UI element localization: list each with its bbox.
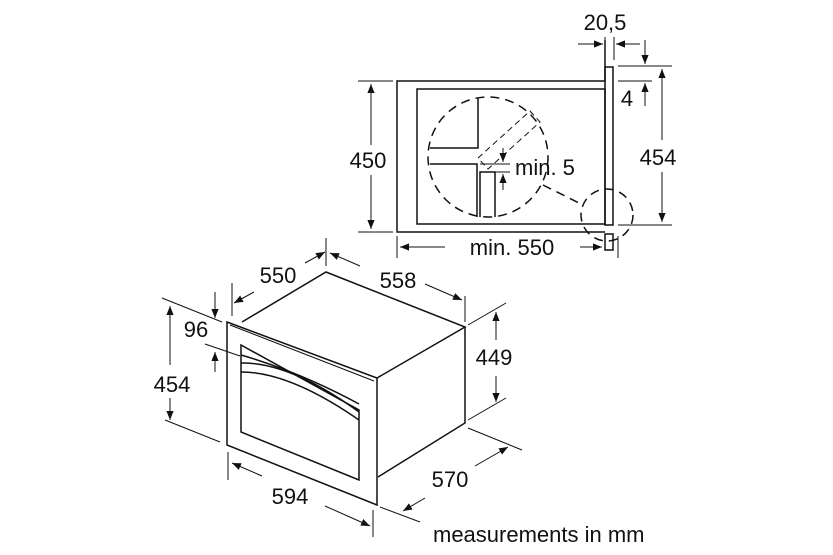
dim-min-gap: min. 5 <box>515 155 575 180</box>
control-strip <box>240 354 360 405</box>
front-panel <box>604 66 614 226</box>
door-handle-bottom <box>240 371 360 421</box>
dim-body-height: 449 <box>476 345 513 370</box>
dim-body-width: 558 <box>380 268 417 293</box>
dim-body-depth: 550 <box>260 263 297 288</box>
detail-shelf-top <box>430 98 479 149</box>
detail-shelf-bottom <box>430 163 478 217</box>
detail-leader <box>542 184 584 206</box>
dim-min-depth: min. 550 <box>470 235 554 260</box>
cabinet-outline <box>396 40 606 233</box>
dim-cabinet-height: 450 <box>350 148 387 173</box>
detail-dashed-part <box>477 110 541 170</box>
dim-front-width: 594 <box>272 484 309 509</box>
detail-post <box>479 171 496 217</box>
panel-foot <box>604 233 614 251</box>
oven-body-outline <box>416 88 606 225</box>
dim-front-height-section: 454 <box>640 145 677 170</box>
dim-panel-thickness: 20,5 <box>584 10 627 35</box>
dim-total-depth: 570 <box>432 467 469 492</box>
dim-front-offset: 96 <box>184 317 208 342</box>
dim-front-height: 454 <box>154 372 191 397</box>
oven-door-window <box>240 343 360 482</box>
oven-side-face <box>377 327 466 478</box>
oven-top-face <box>241 271 467 379</box>
oven-isometric-view: 550 558 454 96 449 570 594 <box>154 238 523 537</box>
door-handle-top <box>240 362 360 413</box>
units-caption: measurements in mm <box>433 522 645 547</box>
cabinet-section-view: 450 min. 550 454 20,5 4 min. 5 <box>350 10 677 260</box>
oven-front-panel <box>226 320 378 507</box>
dim-offset: 4 <box>621 86 633 111</box>
detail-circle <box>427 96 549 218</box>
detail-circle-small <box>580 188 634 242</box>
